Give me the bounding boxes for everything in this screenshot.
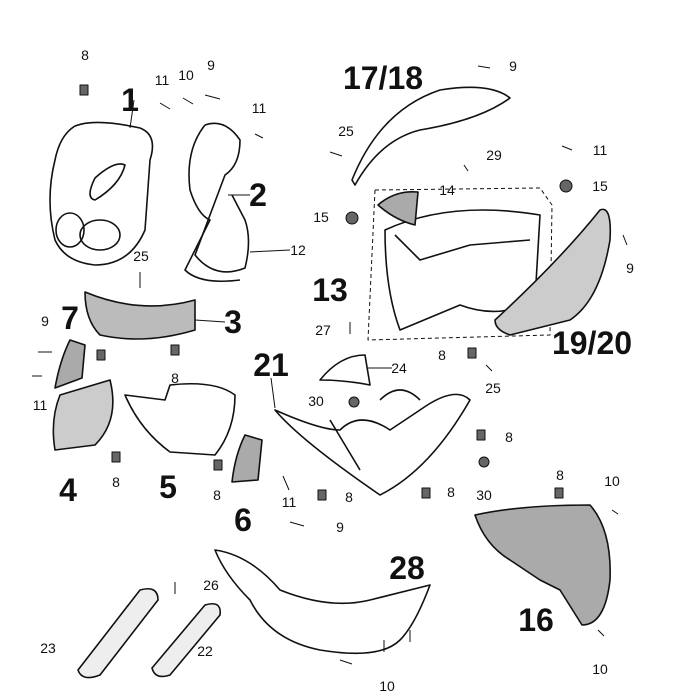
callout-label-8: 8 <box>438 347 446 363</box>
front-trim-part-3 <box>84 291 196 340</box>
callout-label-8: 8 <box>81 47 89 63</box>
callout-label-19-20: 19/20 <box>551 325 633 361</box>
callout-label-11: 11 <box>32 397 48 413</box>
callout-label-13: 13 <box>312 272 348 308</box>
side-cover-part-19-20 <box>494 208 612 336</box>
footrest-part-22 <box>151 602 222 678</box>
callout-label-9: 9 <box>336 519 344 535</box>
cap-part-14 <box>377 190 419 226</box>
callout-label-8: 8 <box>171 370 179 386</box>
callout-label-30: 30 <box>476 487 492 503</box>
callout-label-29: 29 <box>486 147 502 163</box>
callout-label-24: 24 <box>391 360 407 376</box>
callout-label-1: 1 <box>121 82 139 118</box>
callout-label-11: 11 <box>281 494 297 510</box>
callout-label-28: 28 <box>389 550 425 586</box>
callout-label-8: 8 <box>112 474 120 490</box>
callout-label-16: 16 <box>518 602 554 638</box>
callout-label-8: 8 <box>213 487 221 503</box>
callout-label-30: 30 <box>308 393 324 409</box>
callout-label-7: 7 <box>61 300 79 336</box>
under-panel-part-28 <box>214 549 431 655</box>
callout-label-8: 8 <box>345 489 353 505</box>
callout-label-11: 11 <box>251 100 267 116</box>
callout-label-4: 4 <box>59 472 77 508</box>
callout-label-25: 25 <box>338 123 354 139</box>
callout-label-11: 11 <box>154 72 170 88</box>
callout-label-8: 8 <box>505 429 513 445</box>
callout-label-5: 5 <box>159 469 177 505</box>
callout-label-12: 12 <box>290 242 306 258</box>
callout-label-9: 9 <box>626 260 634 276</box>
callout-label-9: 9 <box>509 58 517 74</box>
cover-part-6 <box>231 434 263 483</box>
callout-label-15: 15 <box>592 178 608 194</box>
floor-frame-part-21 <box>270 377 471 496</box>
callout-label-3: 3 <box>224 304 242 340</box>
callout-label-10: 10 <box>592 661 608 677</box>
mudguard-part-16 <box>474 504 611 626</box>
callout-label-8: 8 <box>556 467 564 483</box>
front-shield-part-1 <box>49 99 154 266</box>
fasteners <box>32 65 628 665</box>
callout-label-25: 25 <box>133 248 149 264</box>
callout-label-14: 14 <box>439 182 455 198</box>
cover-part-24 <box>319 354 371 386</box>
callout-label-9: 9 <box>41 313 49 329</box>
callout-label-27: 27 <box>315 322 331 338</box>
rear-cover-part-17-18 <box>351 86 511 186</box>
callout-label-10: 10 <box>178 67 194 83</box>
callout-label-9: 9 <box>207 57 215 73</box>
callout-label-8: 8 <box>447 484 455 500</box>
callout-label-22: 22 <box>197 643 213 659</box>
callout-label-15: 15 <box>313 209 329 225</box>
inner-shield-part-2 <box>184 122 291 283</box>
inner-panel-part-5 <box>124 382 236 456</box>
callout-label-10: 10 <box>379 678 395 694</box>
callout-label-26: 26 <box>203 577 219 593</box>
callout-label-21: 21 <box>253 347 289 383</box>
footrest-part-23 <box>77 587 159 679</box>
callout-label-11: 11 <box>592 142 608 158</box>
small-cover-part-7 <box>54 339 86 389</box>
callout-label-23: 23 <box>40 640 56 656</box>
callout-label-6: 6 <box>234 502 252 538</box>
callout-label-17-18: 17/18 <box>342 60 424 96</box>
side-panel-part-4 <box>52 379 114 451</box>
callout-label-10: 10 <box>604 473 620 489</box>
callout-label-25: 25 <box>485 380 501 396</box>
callout-label-2: 2 <box>249 177 267 213</box>
